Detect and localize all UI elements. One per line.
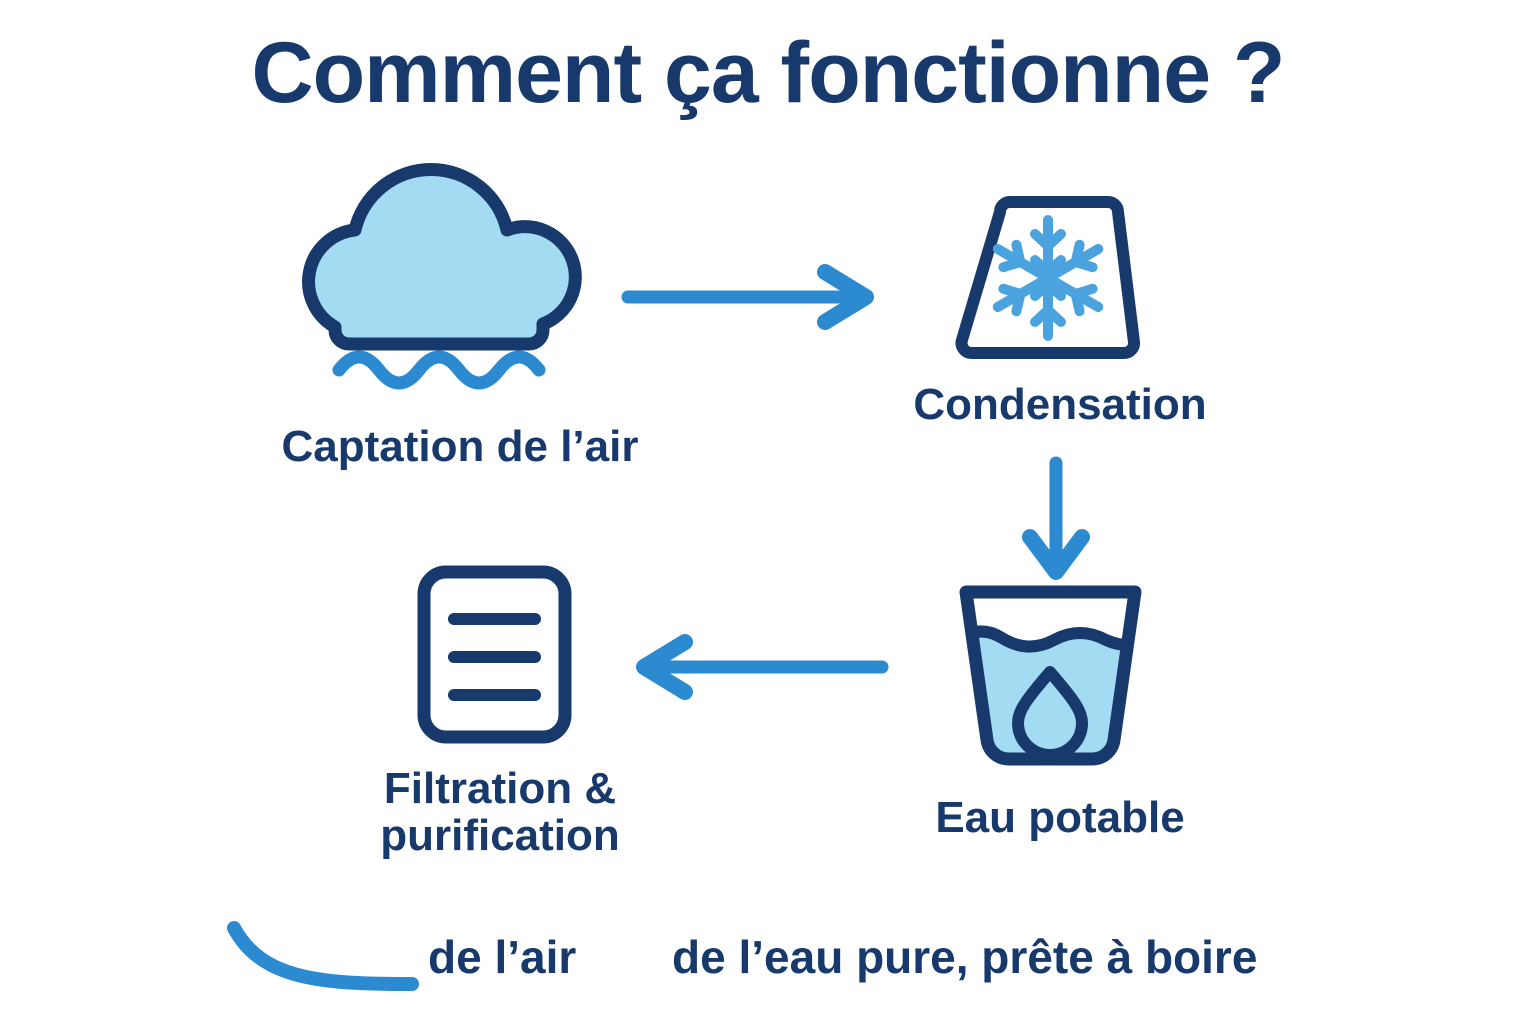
caption-row: de l’air de l’eau pure, prête à boire (0, 918, 1536, 1008)
page-title: Comment ça fonctionne ? (251, 25, 1286, 121)
caption-right-text: de l’eau pure, prête à boire (672, 931, 1258, 983)
curved-line-icon (222, 918, 422, 998)
arrow-right-icon (620, 262, 880, 332)
arrow-down-icon (1020, 455, 1092, 580)
snowflake-trapezoid-icon (948, 190, 1148, 365)
caption-left-text: de l’air (428, 931, 577, 983)
step-label-eau-potable: Eau potable (935, 793, 1185, 842)
filter-document-icon (412, 562, 577, 747)
water-glass-icon (948, 580, 1153, 775)
cloud-icon (295, 163, 595, 392)
arrow-left-icon (618, 632, 890, 702)
step-label-filtration: Filtration & purification (380, 764, 620, 860)
step-label-condensation: Condensation (913, 380, 1207, 429)
step-label-captation: Captation de l’air (281, 422, 639, 471)
